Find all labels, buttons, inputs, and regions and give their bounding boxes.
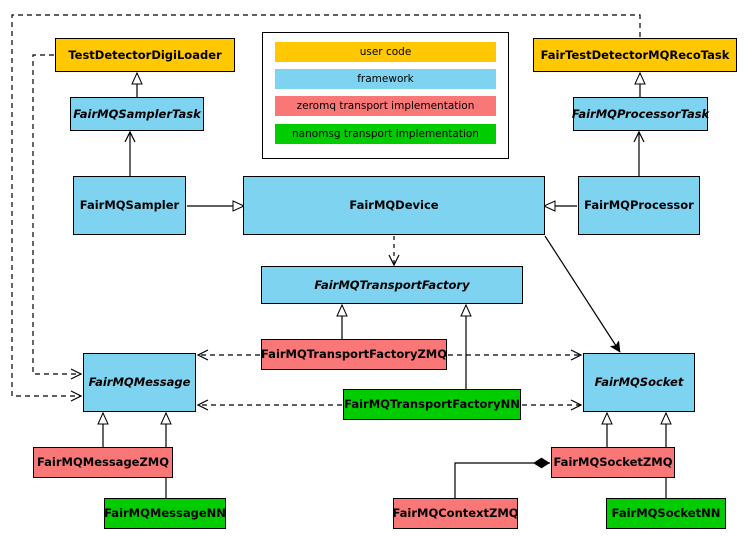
class-label: FairMQSamplerTask — [73, 106, 201, 121]
class-box-fairmqtransportfactoryzmq[interactable]: FairMQTransportFactoryZMQ — [261, 339, 447, 370]
edge-contextzmq-socketzmq — [454, 457, 550, 498]
class-box-fairmqsocketnn[interactable]: FairMQSocketNN — [606, 498, 726, 529]
legend-swatch-nanomsg: nanomsg transport implementation — [275, 124, 496, 144]
class-box-fairmqtransportfactory[interactable]: FairMQTransportFactory — [261, 266, 523, 304]
class-label: FairMQMessage — [88, 375, 191, 390]
legend-label-framework: framework — [357, 73, 414, 85]
class-box-fairmqsocket[interactable]: FairMQSocket — [583, 353, 695, 412]
legend-swatch-framework: framework — [275, 69, 496, 89]
legend-label-zeromq: zeromq transport implementation — [296, 100, 475, 112]
class-label: FairMQMessageZMQ — [36, 455, 170, 470]
class-label: FairMQSocket — [594, 375, 684, 390]
class-label: FairMQContextZMQ — [392, 506, 519, 521]
legend: user code framework zeromq transport imp… — [262, 32, 509, 159]
class-box-fairmqprocessortask[interactable]: FairMQProcessorTask — [571, 97, 710, 131]
class-box-fairmqprocessor[interactable]: FairMQProcessor — [578, 176, 700, 235]
class-label: FairMQSampler — [79, 198, 180, 213]
class-label: FairMQTransportFactoryZMQ — [261, 347, 448, 362]
class-box-fairmqtransportfactorynn[interactable]: FairMQTransportFactoryNN — [343, 389, 521, 420]
class-box-fairmqmessage[interactable]: FairMQMessage — [83, 353, 196, 412]
class-box-fairmqmessagenn[interactable]: FairMQMessageNN — [104, 498, 226, 529]
class-box-fairmqdevice[interactable]: FairMQDevice — [243, 176, 545, 235]
legend-label-nanomsg: nanomsg transport implementation — [292, 128, 479, 140]
legend-label-user-code: user code — [359, 46, 412, 58]
legend-swatch-user-code: user code — [275, 42, 496, 62]
class-box-fairmqsocketzmq[interactable]: FairMQSocketZMQ — [551, 447, 675, 478]
class-box-fairmqmessagezmq[interactable]: FairMQMessageZMQ — [33, 447, 173, 478]
class-label: FairMQMessageNN — [104, 506, 226, 521]
class-label: FairMQTransportFactory — [314, 277, 470, 292]
edge-device-socket — [544, 235, 621, 352]
class-label: FairMQSocketNN — [611, 506, 721, 521]
class-label: FairMQProcessorTask — [571, 106, 710, 121]
class-label: FairMQSocketZMQ — [553, 455, 673, 470]
class-box-fairmqsampler[interactable]: FairMQSampler — [73, 176, 186, 235]
class-label: TestDetectorDigiLoader — [68, 47, 222, 62]
class-label: FairMQProcessor — [584, 198, 694, 213]
class-label: FairMQDevice — [349, 198, 439, 213]
class-box-fairmqsamplertask[interactable]: FairMQSamplerTask — [70, 97, 204, 131]
class-box-fairtestdetectormqrecotask[interactable]: FairTestDetectorMQRecoTask — [533, 38, 737, 72]
class-box-fairmqcontextzmq[interactable]: FairMQContextZMQ — [392, 498, 519, 529]
class-label: FairMQTransportFactoryNN — [344, 397, 520, 412]
class-box-testdetectordigiloader[interactable]: TestDetectorDigiLoader — [55, 38, 235, 72]
class-label: FairTestDetectorMQRecoTask — [540, 47, 730, 62]
legend-swatch-zeromq: zeromq transport implementation — [275, 96, 496, 116]
